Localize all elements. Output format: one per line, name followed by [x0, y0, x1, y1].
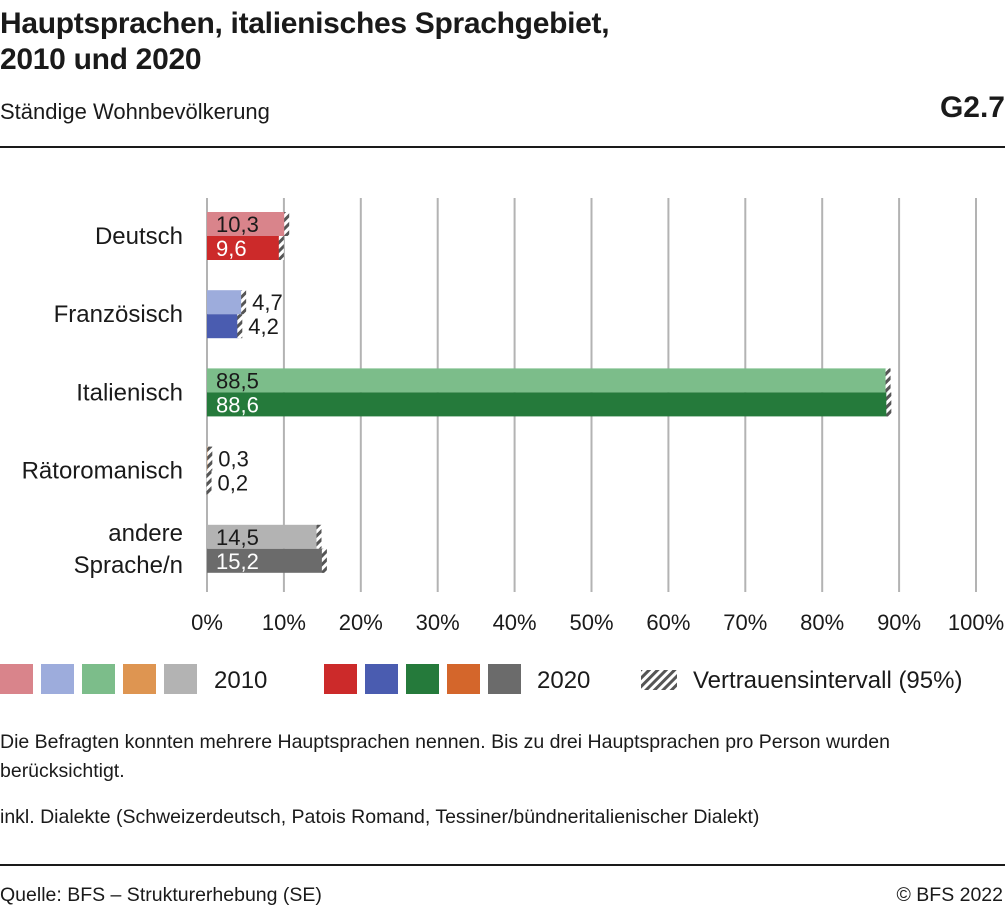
x-tick-label: 50% [569, 610, 613, 635]
legend-swatch-2010 [123, 664, 156, 694]
bars [206, 212, 892, 573]
category-label: Rätoromanisch [22, 458, 183, 485]
chart-title-line2: 2010 und 2020 [0, 43, 202, 76]
bar-2020 [207, 548, 324, 573]
confidence-interval [241, 290, 247, 315]
data-label: 0,3 [218, 447, 249, 472]
x-tick-label: 20% [339, 610, 383, 635]
bar-chart: 10,39,6 4,74,2 88,588,6 0,30,2 14,515,2 Deut… [0, 198, 1004, 694]
legend-swatch-2010 [0, 664, 33, 694]
bar-2020 [207, 236, 281, 260]
category-labels: DeutschFranzösischItalienischRätoromanis… [22, 223, 183, 579]
bar-2010 [207, 290, 244, 315]
legend: 2010 2020 Vertrauensintervall (95%) [0, 664, 962, 694]
legend-swatch-2010 [41, 664, 74, 694]
confidence-interval [316, 524, 322, 549]
confidence-interval [321, 548, 327, 573]
data-label: 4,2 [248, 314, 279, 339]
bar-2020 [207, 392, 889, 417]
confidence-interval [237, 314, 243, 339]
data-label: 88,6 [216, 392, 259, 417]
footnote-1: Die Befragten konnten mehrere Hauptsprac… [0, 731, 890, 782]
footer-copyright: © BFS 2022 [896, 884, 1003, 906]
bar-2020 [207, 314, 240, 339]
confidence-interval [885, 368, 891, 393]
category-label: Französisch [54, 301, 183, 328]
legend-swatch-confidence-interval [641, 670, 677, 690]
chart-subtitle: Ständige Wohnbevölkerung [0, 99, 270, 124]
legend-swatch-2010 [82, 664, 115, 694]
legend-swatch-2010 [164, 664, 197, 694]
data-label: 0,2 [218, 471, 249, 496]
legend-label-2020: 2020 [537, 667, 590, 694]
category-label: Deutsch [95, 223, 183, 250]
footer-source: Quelle: BFS – Strukturerhebung (SE) [0, 884, 322, 906]
confidence-interval [886, 392, 892, 417]
data-label: 9,6 [216, 236, 247, 261]
x-axis-tick-labels: 0% 10% 20% 30% 40% 50% 60% 70% 80% 90% 100% [191, 610, 1004, 635]
bar-2010 [207, 368, 888, 393]
data-label: 88,5 [216, 368, 259, 393]
x-tick-label: 10% [262, 610, 306, 635]
data-label: 10,3 [216, 212, 259, 237]
x-tick-label: 70% [723, 610, 767, 635]
chart-code: G2.7 [939, 91, 1005, 124]
x-tick-label: 80% [800, 610, 844, 635]
data-label: 4,7 [252, 290, 283, 315]
legend-label-confidence-interval: Vertrauensintervall (95%) [693, 667, 962, 694]
confidence-interval [206, 470, 212, 495]
x-tick-label: 90% [877, 610, 921, 635]
x-tick-label: 100% [948, 610, 1004, 635]
legend-swatch-2020 [488, 664, 521, 694]
x-tick-label: 60% [646, 610, 690, 635]
confidence-interval [278, 236, 284, 260]
x-tick-label: 40% [493, 610, 537, 635]
legend-label-2010: 2010 [214, 667, 267, 694]
bar-2010 [207, 212, 287, 236]
bar-2010 [207, 524, 319, 549]
category-label: Sprache/n [74, 552, 183, 579]
footnote-2: inkl. Dialekte (Schweizerdeutsch, Patois… [0, 806, 760, 828]
confidence-interval [207, 446, 213, 471]
category-label: Italienisch [76, 379, 183, 406]
footer-rule [0, 864, 1005, 866]
confidence-interval [284, 212, 290, 236]
category-label: andere [108, 520, 183, 547]
data-label: 14,5 [216, 525, 259, 550]
legend-swatch-2020 [447, 664, 480, 694]
chart-title-line1: Hauptsprachen, italienisches Sprachgebie… [0, 7, 610, 40]
chart-title: Hauptsprachen, italienisches Sprachgebie… [0, 6, 900, 78]
header-rule [0, 146, 1005, 148]
legend-swatch-2020 [324, 664, 357, 694]
x-tick-label: 30% [416, 610, 460, 635]
legend-swatch-2020 [365, 664, 398, 694]
data-label: 15,2 [216, 549, 259, 574]
data-labels: 10,39,6 4,74,2 88,588,6 0,30,2 14,515,2 [216, 212, 283, 574]
legend-swatch-2020 [406, 664, 439, 694]
x-tick-label: 0% [191, 610, 223, 635]
